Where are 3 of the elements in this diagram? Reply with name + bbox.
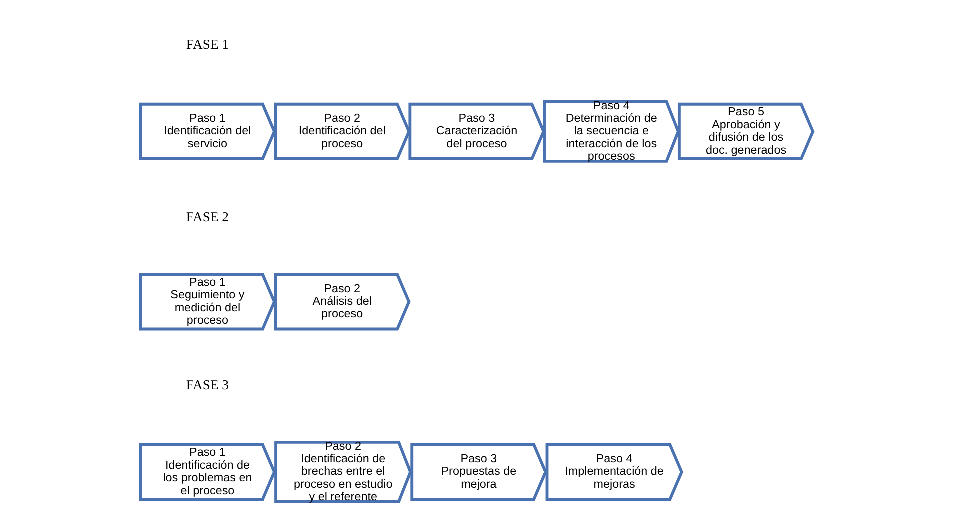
label: FASE 3 <box>186 377 230 392</box>
label: FASE 2 <box>186 210 230 225</box>
label: FASE 1 <box>186 36 230 52</box>
